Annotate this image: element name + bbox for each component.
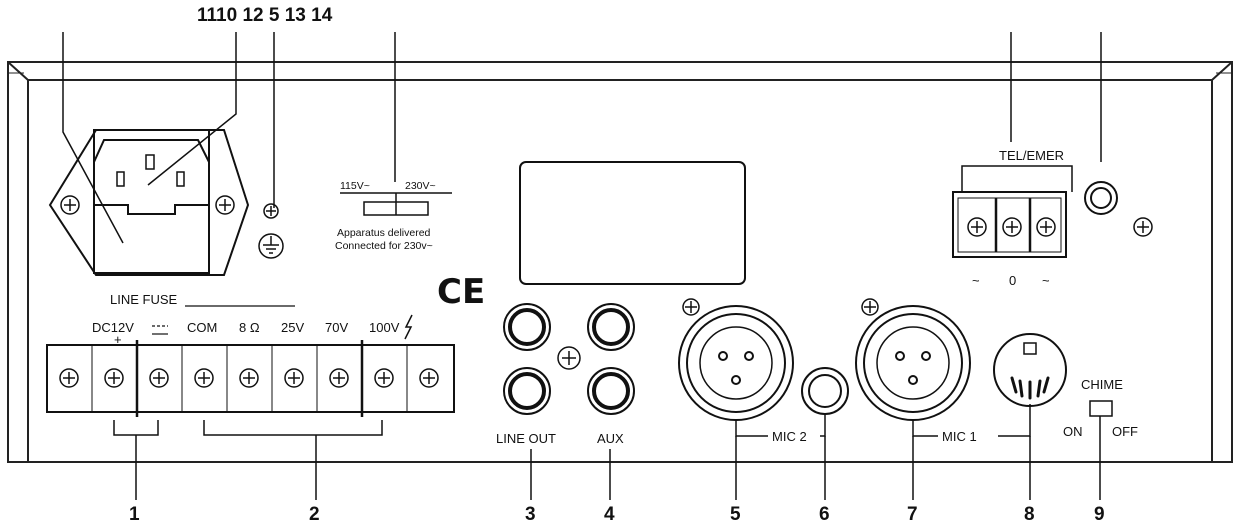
terminal-plus-label: + — [114, 332, 122, 347]
chime-label: CHIME — [1081, 377, 1123, 392]
aux-label: AUX — [597, 431, 624, 446]
iec-power-inlet[interactable] — [48, 129, 250, 276]
high-voltage-warning-icon — [404, 314, 413, 340]
mic2-jack[interactable] — [801, 367, 849, 415]
tel-jack[interactable] — [1084, 181, 1118, 215]
terminal-screw-9 — [419, 368, 439, 388]
tel-emer-bracket — [961, 165, 1073, 192]
mic1-xlr-connector[interactable] — [855, 305, 971, 421]
rating-label-window — [519, 161, 746, 285]
callout-7: 7 — [907, 504, 918, 525]
line-out-label: LINE OUT — [496, 431, 556, 446]
dc-minus-symbol-icon — [152, 325, 168, 335]
terminal-screw-7 — [329, 368, 349, 388]
voltage-230-label: 230V~ — [405, 180, 436, 192]
line-fuse-label: LINE FUSE — [110, 292, 178, 307]
voltage-selector[interactable] — [340, 192, 452, 216]
callout-5: 5 — [730, 504, 741, 525]
callout-8: 8 — [1024, 504, 1035, 525]
chime-switch[interactable] — [1089, 400, 1113, 417]
aux-jack-bottom[interactable] — [587, 367, 635, 415]
mic1-label: MIC 1 — [942, 429, 977, 444]
leader-5-6 — [735, 436, 826, 500]
line-out-jack-top[interactable] — [503, 303, 551, 351]
terminal-dc12v-label: DC12V — [92, 320, 134, 335]
mic2-label: MIC 2 — [772, 429, 807, 444]
terminal-screw-3 — [149, 368, 169, 388]
callout-3: 3 — [525, 504, 536, 525]
din-socket[interactable] — [993, 333, 1067, 407]
terminal-screw-4 — [194, 368, 214, 388]
chime-on-label: ON — [1063, 424, 1083, 439]
tel-emer-label: TEL/EMER — [999, 148, 1064, 163]
line-out-jack-bottom[interactable] — [503, 367, 551, 415]
terminal-8ohm-label: 8 Ω — [239, 320, 260, 335]
callout-top-group: 1110 12 5 13 14 — [197, 5, 333, 26]
terminal-com-label: COM — [187, 320, 217, 335]
terminal-70v-label: 70V — [325, 320, 348, 335]
callout-4: 4 — [604, 504, 615, 525]
tel-screw-2 — [1002, 217, 1022, 237]
speaker-terminal-block[interactable] — [46, 340, 455, 417]
terminal-100v-label: 100V — [369, 320, 400, 335]
ce-mark: CE — [437, 272, 485, 312]
callout-2: 2 — [309, 504, 320, 525]
mic1-screw — [861, 298, 879, 316]
chassis-outline — [7, 61, 1233, 463]
callout-6: 6 — [819, 504, 830, 525]
voltage-note-line1: Apparatus delivered — [337, 227, 431, 239]
terminal-25v-label: 25V — [281, 320, 304, 335]
terminal-screws — [59, 368, 439, 388]
tel-mark-right: ~ — [1042, 273, 1050, 288]
callout-9: 9 — [1094, 504, 1105, 525]
top-leader-lines — [62, 32, 1102, 244]
tel-side-screw — [1133, 217, 1153, 237]
tel-mark-left: ~ — [972, 273, 980, 288]
tel-screw-1 — [967, 217, 987, 237]
tel-emer-terminal-block[interactable] — [952, 191, 1067, 258]
callout-bracket-lines — [113, 420, 383, 500]
terminal-screw-2 — [104, 368, 124, 388]
mic2-xlr-connector[interactable] — [678, 305, 794, 421]
tel-screw-3 — [1036, 217, 1056, 237]
mic2-screw — [682, 298, 700, 316]
callout-1: 1 — [129, 504, 140, 525]
voltage-115-label: 115V~ — [340, 180, 370, 192]
terminal-screw-6 — [284, 368, 304, 388]
tel-mark-center: 0 — [1009, 273, 1016, 288]
terminal-screw-5 — [239, 368, 259, 388]
center-screw — [557, 346, 581, 370]
din-socket-pins — [1010, 376, 1050, 400]
inlet-screw-right — [215, 195, 235, 215]
terminal-screw-8 — [374, 368, 394, 388]
inlet-screw-left — [60, 195, 80, 215]
chime-off-label: OFF — [1112, 424, 1138, 439]
terminal-screw-1 — [59, 368, 79, 388]
aux-jack-top[interactable] — [587, 303, 635, 351]
ground-screw — [263, 203, 279, 219]
ground-symbol-icon — [258, 233, 284, 259]
leader-7-8 — [912, 436, 1031, 500]
leader-3-4 — [530, 449, 611, 500]
voltage-note-line2: Connected for 230v~ — [335, 240, 433, 252]
